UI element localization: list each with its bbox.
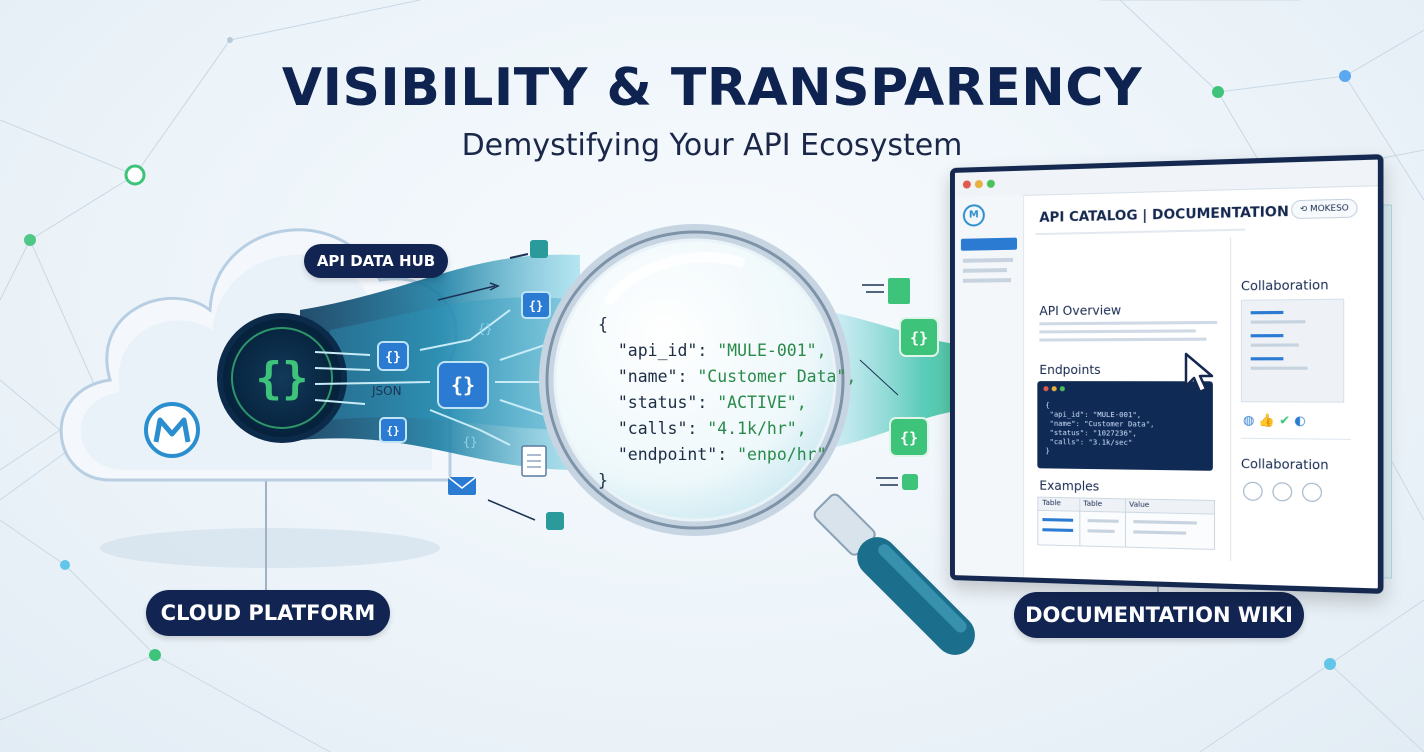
wiki-window: M API CATALOG | DOCUMENTATION ⟲ MOKESO A… (950, 154, 1384, 594)
twitter-icon[interactable] (1272, 482, 1293, 502)
json-value: "ACTIVE", (717, 393, 807, 412)
wiki-titlebar (954, 159, 1378, 198)
json-key: "status": (617, 393, 718, 412)
page-title: VISIBILITY & TRANSPARENCY (281, 58, 1143, 118)
documentation-wiki-label: DOCUMENTATION WIKI (1014, 592, 1304, 638)
wiki-sidebar: M (954, 194, 1025, 578)
chat-icon[interactable] (1302, 482, 1323, 503)
json-label: JSON (372, 384, 402, 398)
sidebar-item[interactable] (962, 278, 1011, 283)
api-data-hub-label: API DATA HUB (304, 244, 448, 278)
svg-text:{}: {} (529, 299, 543, 313)
sidebar-item[interactable] (962, 268, 1007, 273)
magnifier-handle (813, 493, 975, 655)
share-circle-icon[interactable]: ◐ (1294, 412, 1306, 428)
examples-heading: Examples (1039, 478, 1100, 494)
check-icon[interactable]: ✔ (1279, 412, 1291, 428)
maximize-dot-icon[interactable] (986, 179, 995, 188)
json-value: "4.1k/hr", (707, 419, 807, 438)
mule-logo-icon (144, 402, 200, 458)
wordpress-icon[interactable]: ◍ (1243, 412, 1255, 428)
json-block-icon: {} {} {} {} (377, 291, 551, 443)
cloud-platform-label: CLOUD PLATFORM (146, 590, 390, 636)
code-line: } (1045, 447, 1050, 456)
table-header: Table (1083, 499, 1103, 509)
json-open-brace: { (598, 315, 608, 334)
json-close-brace: } (598, 471, 608, 490)
svg-text:{}: {} (910, 329, 928, 347)
api-portal (217, 313, 347, 443)
endpoints-heading: Endpoints (1039, 362, 1101, 378)
magnifier-json-snippet: { "api_id": "MULE-001", "name": "Custome… (598, 312, 856, 494)
table-header: Table (1042, 498, 1061, 508)
json-value: "enpo/hr" (737, 445, 827, 464)
svg-text:{}: {} (478, 322, 492, 336)
table-header: Value (1129, 500, 1150, 510)
sidebar-item-active[interactable] (960, 237, 1018, 251)
braces-icon: {} (256, 353, 309, 404)
thumbs-up-icon[interactable]: 👍 (1258, 412, 1275, 428)
close-dot-icon[interactable] (962, 180, 971, 189)
users-icon[interactable] (1243, 481, 1263, 501)
code-line: "calls": "3.1k/sec" (1049, 437, 1133, 448)
json-key: "api_id": (617, 341, 718, 360)
wiki-badge-text: MOKESO (1309, 202, 1349, 214)
wiki-logo-icon: M (962, 204, 985, 227)
json-key: "endpoint": (617, 445, 738, 464)
minimize-dot-icon[interactable] (974, 180, 983, 189)
wiki-user-badge[interactable]: ⟲ MOKESO (1291, 198, 1358, 220)
json-value: "Customer Data", (697, 367, 857, 386)
collaboration-heading: Collaboration (1240, 277, 1329, 294)
svg-text:{}: {} (385, 350, 401, 365)
examples-table: Table Table Value (1037, 496, 1216, 550)
code-line: { (1045, 401, 1050, 410)
api-overview-heading: API Overview (1039, 303, 1122, 319)
wiki-heading: API CATALOG | DOCUMENTATION (1039, 204, 1289, 226)
json-value: "MULE-001", (717, 341, 827, 360)
reaction-icons: ◍ 👍 ✔ ◐ (1243, 413, 1306, 428)
wiki-window-wrapper: M API CATALOG | DOCUMENTATION ⟲ MOKESO A… (950, 154, 1392, 594)
data-stream-band (300, 254, 580, 470)
share-icon: ⟲ (1299, 203, 1310, 214)
sidebar-item[interactable] (962, 257, 1014, 263)
svg-text:{}: {} (463, 435, 477, 449)
json-key: "calls": (617, 419, 708, 438)
svg-text:{}: {} (451, 373, 475, 397)
svg-text:{}: {} (386, 424, 399, 437)
svg-text:{}: {} (900, 429, 918, 447)
json-key: "name": (617, 367, 698, 386)
mouse-cursor-icon (1184, 352, 1214, 394)
collaboration-heading-2: Collaboration (1240, 456, 1329, 473)
page-subtitle: Demystifying Your API Ecosystem (461, 128, 963, 163)
collaboration-panel (1240, 298, 1345, 403)
social-icons (1243, 481, 1323, 507)
